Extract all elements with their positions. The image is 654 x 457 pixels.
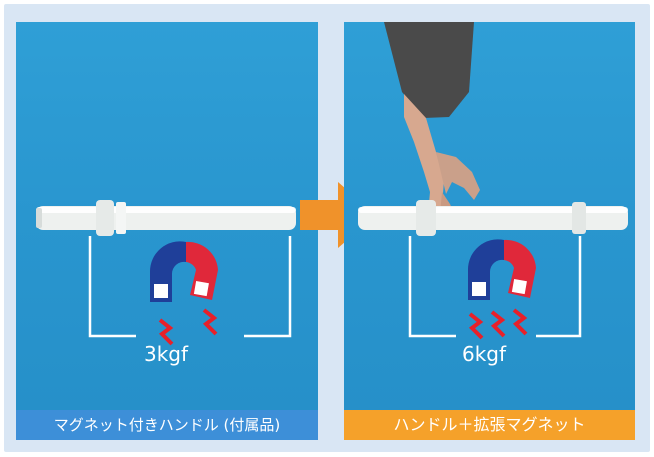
- lightning-zigzag-icon: [468, 308, 528, 340]
- left-scene: [36, 200, 296, 346]
- measurement-bracket: [408, 236, 582, 338]
- photo-handle-with-extended-magnet: 6kgf: [344, 22, 635, 410]
- force-label-left: 3kgf: [144, 342, 189, 366]
- measurement-bracket: [88, 236, 292, 338]
- hand-graphic: [384, 22, 480, 222]
- handle-rod: [36, 200, 296, 236]
- force-label-right: 6kgf: [462, 342, 507, 366]
- right-scene: [358, 22, 628, 340]
- horseshoe-magnet-icon: [467, 239, 536, 300]
- lightning-zigzag-icon: [158, 308, 218, 346]
- horseshoe-magnet-icon: [149, 241, 218, 302]
- caption-left: マグネット付きハンドル (付属品): [16, 410, 318, 440]
- photo-handle-with-magnet: 3kgf: [16, 22, 318, 410]
- caption-right: ハンドル＋拡張マグネット: [344, 410, 635, 440]
- handle-rod: [358, 200, 628, 236]
